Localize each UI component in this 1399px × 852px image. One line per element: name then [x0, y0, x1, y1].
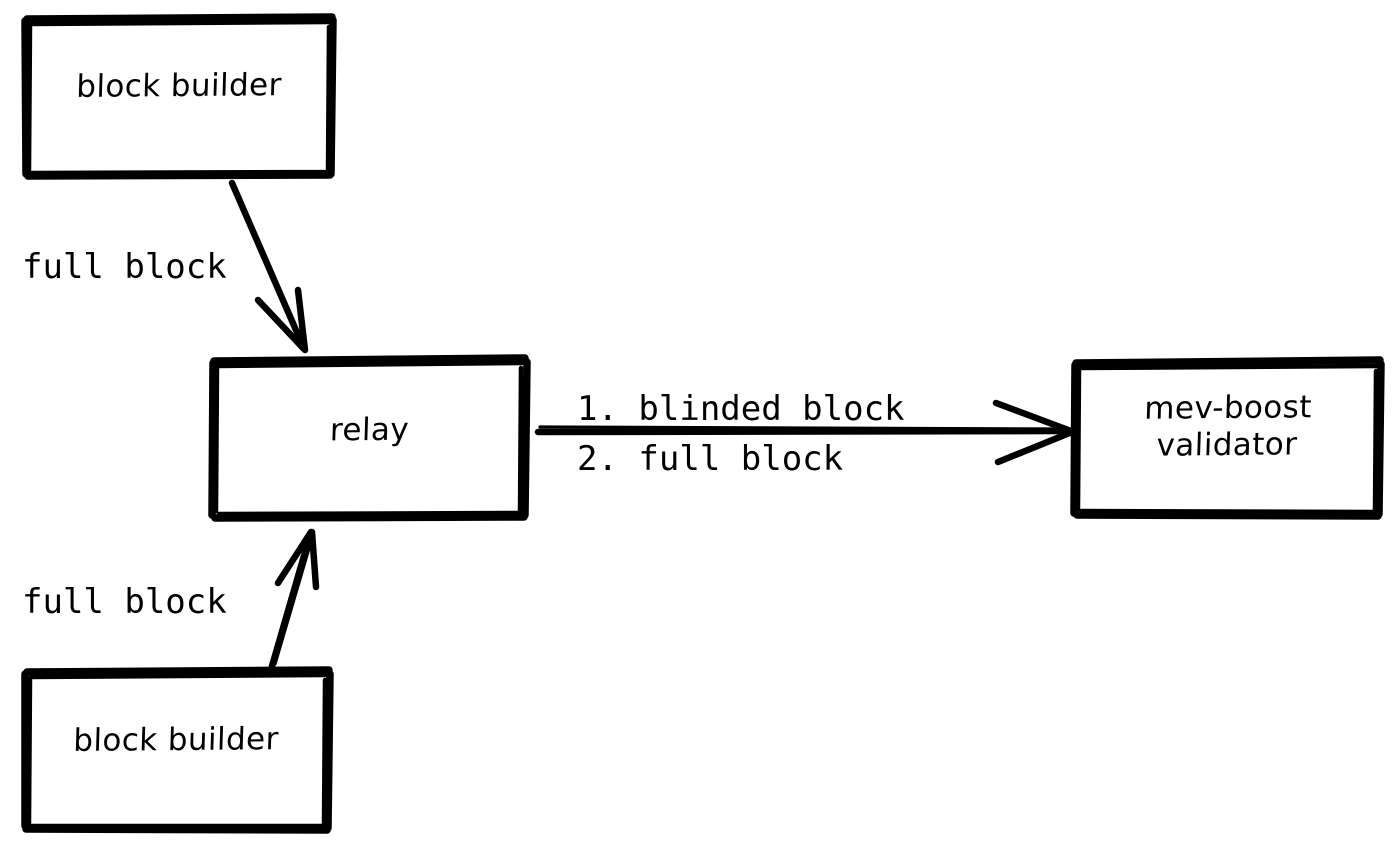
edge-builder-bottom-to-relay-shaft-second-stroke	[273, 536, 314, 666]
edge-builder-top-to-relay	[228, 179, 309, 354]
edge-relay-to-validator-shaft-second-stroke	[538, 425, 1065, 431]
edge-builder-top-to-relay-shaft-second-stroke	[232, 184, 306, 349]
edge-builder-bottom-to-relay	[268, 528, 320, 670]
edge-builder-bottom-to-relay-shaft	[268, 531, 314, 670]
node-label-relay: relay	[329, 411, 410, 449]
edge-label-blinded-block: 1. blinded block	[577, 389, 905, 429]
node-relay[interactable]	[208, 354, 531, 522]
edge-label-full-block: 2. full block	[577, 439, 844, 479]
node-block-builder-bottom[interactable]	[21, 666, 334, 834]
relay-outline	[208, 354, 531, 522]
edge-builder-top-to-relay-arrowhead	[254, 286, 309, 354]
relay-outline-second-stroke	[213, 360, 525, 517]
mev-boost-validator-outline	[1070, 356, 1385, 520]
block-builder-bottom-outline	[21, 666, 334, 834]
edge-relay-to-validator	[534, 399, 1076, 466]
edge-label-full-block-top: full block	[22, 247, 227, 287]
node-label-block-builder-top: block builder	[75, 67, 283, 105]
edge-builder-bottom-to-relay-arrowhead	[274, 528, 320, 591]
block-builder-top-outline-second-stroke	[26, 19, 332, 176]
edge-label-full-block-bottom: full block	[22, 582, 227, 622]
edge-relay-to-validator-shaft	[534, 427, 1072, 436]
block-builder-top-outline	[21, 13, 337, 180]
mev-boost-validator-outline-second-stroke	[1075, 363, 1380, 515]
node-block-builder-top[interactable]	[21, 13, 337, 180]
node-label-block-builder-bottom: block builder	[72, 721, 280, 759]
node-mev-boost-validator[interactable]	[1070, 356, 1385, 520]
block-builder-bottom-outline-second-stroke	[26, 672, 329, 829]
edge-relay-to-validator-arrowhead	[992, 399, 1076, 466]
node-label-mev-boost-validator: mev-boost validator	[1143, 389, 1313, 464]
